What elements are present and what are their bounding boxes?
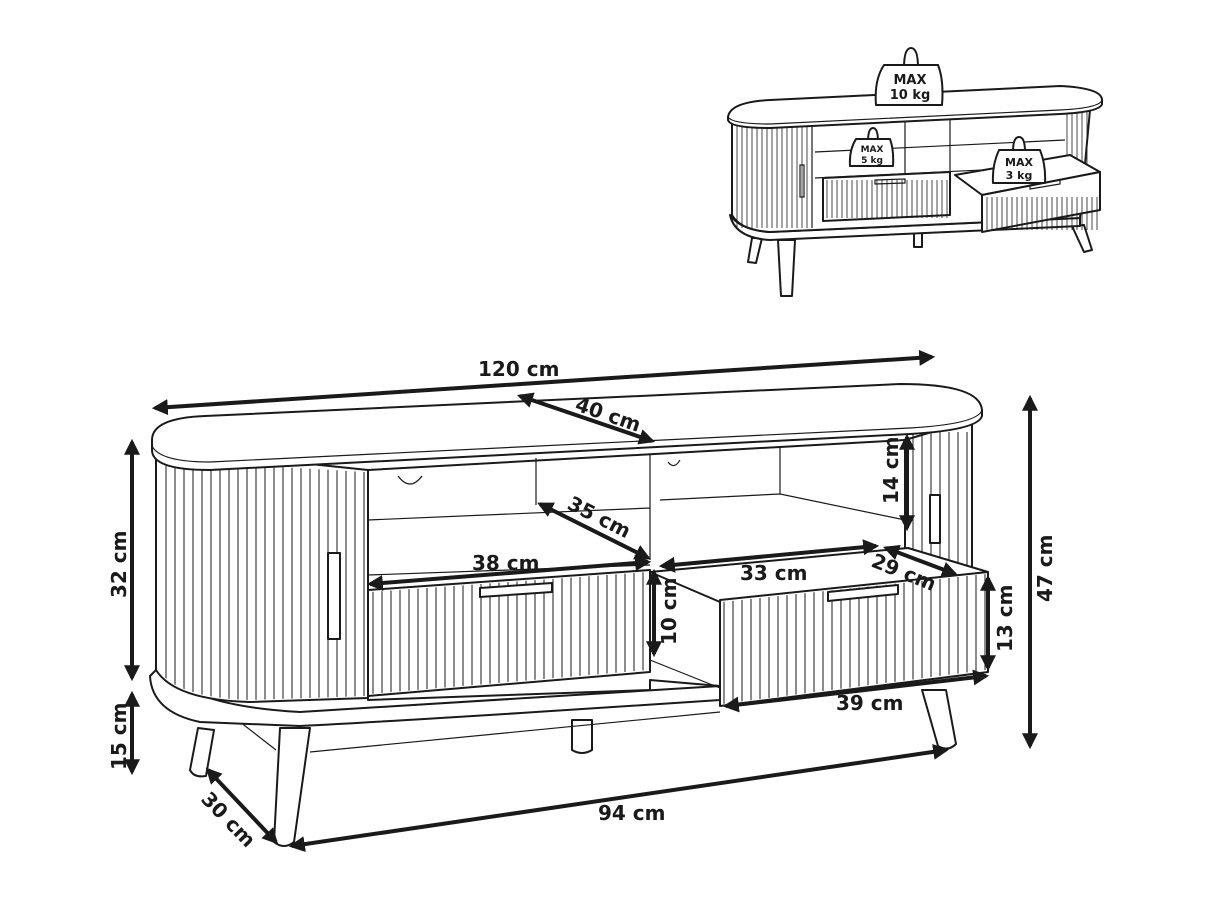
dim-label-leg-height: 15 cm [107,703,131,771]
dim-label-leg-depth-span: 30 cm [196,787,260,852]
dim-label-overall-height: 47 cm [1033,535,1057,603]
dim-label-leg-width-span: 94 cm [598,801,666,825]
dim-label-drawer-front-height: 13 cm [993,585,1017,653]
weight-icon-shelf: MAX 5 kg [848,127,895,167]
dim-label-left-drawer-height: 10 cm [657,578,681,646]
load-label-line2: 10 kg [890,88,931,103]
leg-front-left [273,727,311,847]
weight-icon-drawer: MAX 3 kg [991,136,1047,184]
door-handle [929,494,941,544]
inset-leg [747,237,763,264]
dim-label-shelf-height: 14 cm [879,437,903,505]
dim-label-drawer-front-width: 39 cm [836,691,904,715]
load-label-line1: MAX [1005,156,1033,169]
inset-view: MAX 10 kg MAX 5 kg MAX 3 kg [727,47,1103,297]
load-label-line1: MAX [893,73,926,88]
dim-label-left-drawer-width: 38 cm [472,551,540,575]
dim-label-drawer-inner-width: 33 cm [740,561,808,585]
leg-back-left [189,727,215,778]
door-handle [327,552,341,640]
main-view [149,383,989,847]
dim-label-body-height: 32 cm [107,531,131,599]
dim-arrow-width [151,349,936,416]
dim-label-overall-width: 120 cm [478,357,559,381]
load-label-line2: 5 kg [861,156,883,166]
load-label-line1: MAX [861,145,884,155]
inset-leg [777,239,796,297]
load-label-line2: 3 kg [1006,169,1033,182]
leg-front-right [921,689,957,750]
weight-icon-top: MAX 10 kg [874,47,944,106]
